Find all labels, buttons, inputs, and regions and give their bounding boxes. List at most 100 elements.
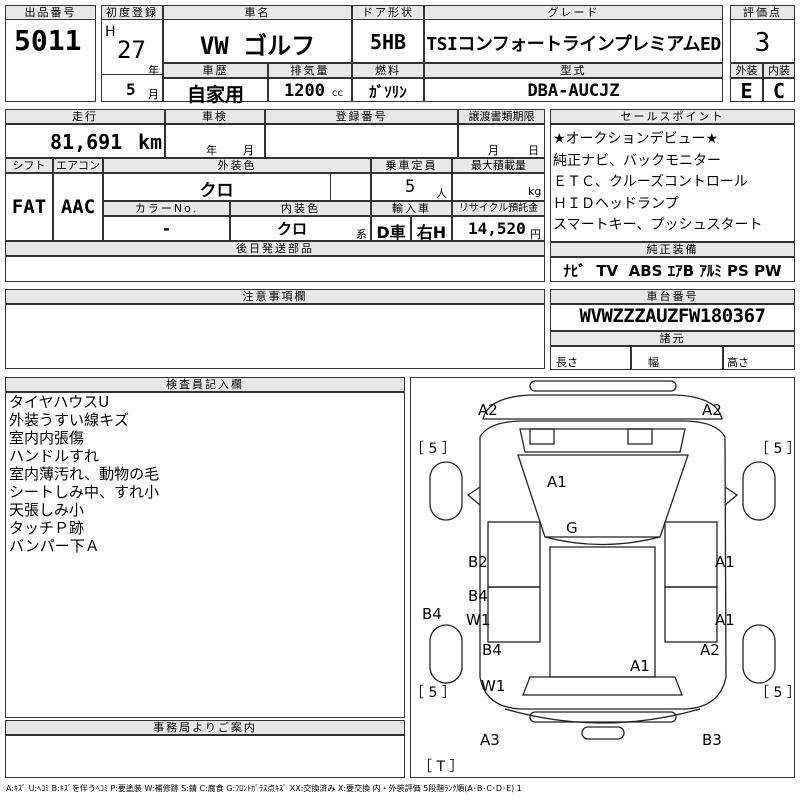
door-label: ドア形状	[352, 5, 424, 20]
mark: A2	[702, 401, 722, 419]
regno-box	[265, 124, 458, 158]
mark: B4	[422, 605, 442, 623]
fuel: ｶﾞｿﾘﾝ	[369, 83, 407, 101]
color-label: 外装色	[103, 158, 371, 173]
score-label: 評価点	[730, 5, 795, 20]
recycle-fee: 14,520	[468, 219, 526, 238]
length-box	[550, 346, 631, 370]
interior-unit: 系	[356, 228, 367, 241]
import-d-box	[371, 216, 411, 241]
transfer-day: 日	[528, 144, 539, 157]
model-code: DBA-AUCJZ	[527, 81, 620, 101]
month-unit: 月	[148, 88, 159, 101]
mark: A1	[715, 611, 735, 629]
disp-box	[268, 78, 352, 102]
score: 3	[754, 28, 771, 58]
import-label: 輸入車	[371, 201, 452, 216]
vin: WVWZZZAUZFW180367	[579, 305, 766, 327]
ext-grade: E	[740, 79, 753, 103]
inspector-label: 検査員記入欄	[5, 377, 405, 392]
spare-outline	[581, 726, 625, 740]
front-bumper-outline	[529, 380, 677, 392]
model-box	[424, 78, 723, 102]
fuel-label: 燃料	[352, 63, 424, 78]
mark: A2	[478, 401, 498, 419]
capacity-label: 乗車定員	[371, 158, 452, 173]
load-unit: kg	[528, 185, 542, 198]
office-label: 事務局よりご案内	[5, 720, 405, 735]
rear-bumper-outline	[529, 711, 677, 723]
inspection-box	[165, 124, 265, 158]
sales-point: スマートキー、プッシュスタート	[553, 217, 763, 233]
wheel-rr	[742, 624, 776, 684]
fuel-box	[352, 78, 424, 102]
width-box	[631, 346, 723, 370]
recycle-label: リサイクル預託金	[452, 201, 545, 216]
interior-box	[230, 216, 371, 241]
trunk-curve	[504, 708, 701, 724]
ext-label: 外装	[730, 63, 763, 78]
tire-tread: ［ 5 ］	[410, 441, 456, 457]
inspector-notes: タイヤハウスU 外装うすい線キズ 室内内張傷 ハンドルすれ 室内薄汚れ、動物の毛…	[9, 393, 159, 555]
sales-point: ＨＩＤヘッドランプ	[553, 195, 679, 212]
displacement: 1200	[284, 81, 325, 101]
note-line: バンパー下Ａ	[9, 537, 100, 555]
divider	[330, 173, 331, 201]
tire-tread: ［ 5 ］	[755, 685, 795, 701]
mark: A1	[547, 473, 567, 491]
chassis-label: 車台番号	[550, 289, 795, 304]
roof-outline	[517, 454, 689, 538]
year-unit: 年	[148, 64, 159, 77]
left-front-door	[487, 521, 541, 588]
sales-points: ★オークションデビュー★ 純正ナビ、バックモニター ＥＴＣ、クルーズコントロール…	[553, 129, 762, 237]
note-line: タイヤハウスU	[9, 393, 110, 411]
era: H	[105, 24, 116, 40]
car-name: VW ゴルフ	[199, 32, 316, 60]
spare-tire: ［ T ］	[418, 759, 463, 775]
caution-box	[5, 304, 545, 369]
car-diagram-box	[410, 377, 795, 778]
grade-label: グレード	[424, 5, 723, 20]
hood-outline	[482, 394, 723, 420]
note-line: 外装うすい線キズ	[9, 411, 130, 429]
colorno-box	[103, 216, 230, 241]
mileage-box	[5, 124, 165, 158]
windshield-outline	[519, 428, 686, 453]
roof-curve	[544, 536, 661, 546]
lot-number: 5011	[14, 24, 82, 57]
history: 自家用	[186, 84, 244, 106]
history-label: 車歴	[163, 63, 268, 78]
interior-color: クロ	[276, 220, 307, 238]
mirror-right	[724, 486, 739, 506]
equipment: ﾅﾋﾞ TV ABS ｴｱB ｱﾙﾐ PS PW	[563, 262, 782, 280]
ext-box	[730, 78, 763, 102]
wiper-left	[529, 428, 555, 445]
mark: W1	[466, 611, 490, 629]
model-label: 型式	[424, 63, 723, 78]
door-type: 5HB	[369, 30, 407, 54]
caution-label: 注意事項欄	[5, 289, 545, 304]
sales-label: セールスポイント	[550, 109, 795, 124]
grade: TSIコンフォートラインプレミアムED	[426, 34, 721, 55]
note-line: タッチＰ跡	[9, 519, 85, 537]
history-box	[163, 78, 268, 102]
mark: A2	[700, 641, 720, 659]
reg-year: 27	[117, 36, 146, 64]
exterior-color: クロ	[199, 181, 234, 201]
import-handle: 右H	[416, 223, 447, 242]
mileage-unit: km	[138, 130, 163, 154]
mirror-left	[466, 486, 481, 506]
body-outline	[479, 420, 727, 710]
inspection-label: 車検	[165, 109, 265, 124]
reg-label: 初度登録	[101, 5, 163, 20]
mark: B4	[468, 587, 488, 605]
wheel-rl	[429, 624, 463, 684]
sales-point: 純正ナビ、バックモニター	[553, 152, 721, 169]
sales-point: ＥＴＣ、クルーズコントロール	[553, 174, 748, 190]
note-line: 天張しみ小	[9, 501, 85, 519]
office-box	[5, 735, 405, 778]
ac-label: エアコン	[53, 158, 103, 173]
note-line: ハンドルすれ	[9, 447, 100, 465]
wheel-fl	[429, 461, 463, 521]
disp-label: 排気量	[268, 63, 352, 78]
